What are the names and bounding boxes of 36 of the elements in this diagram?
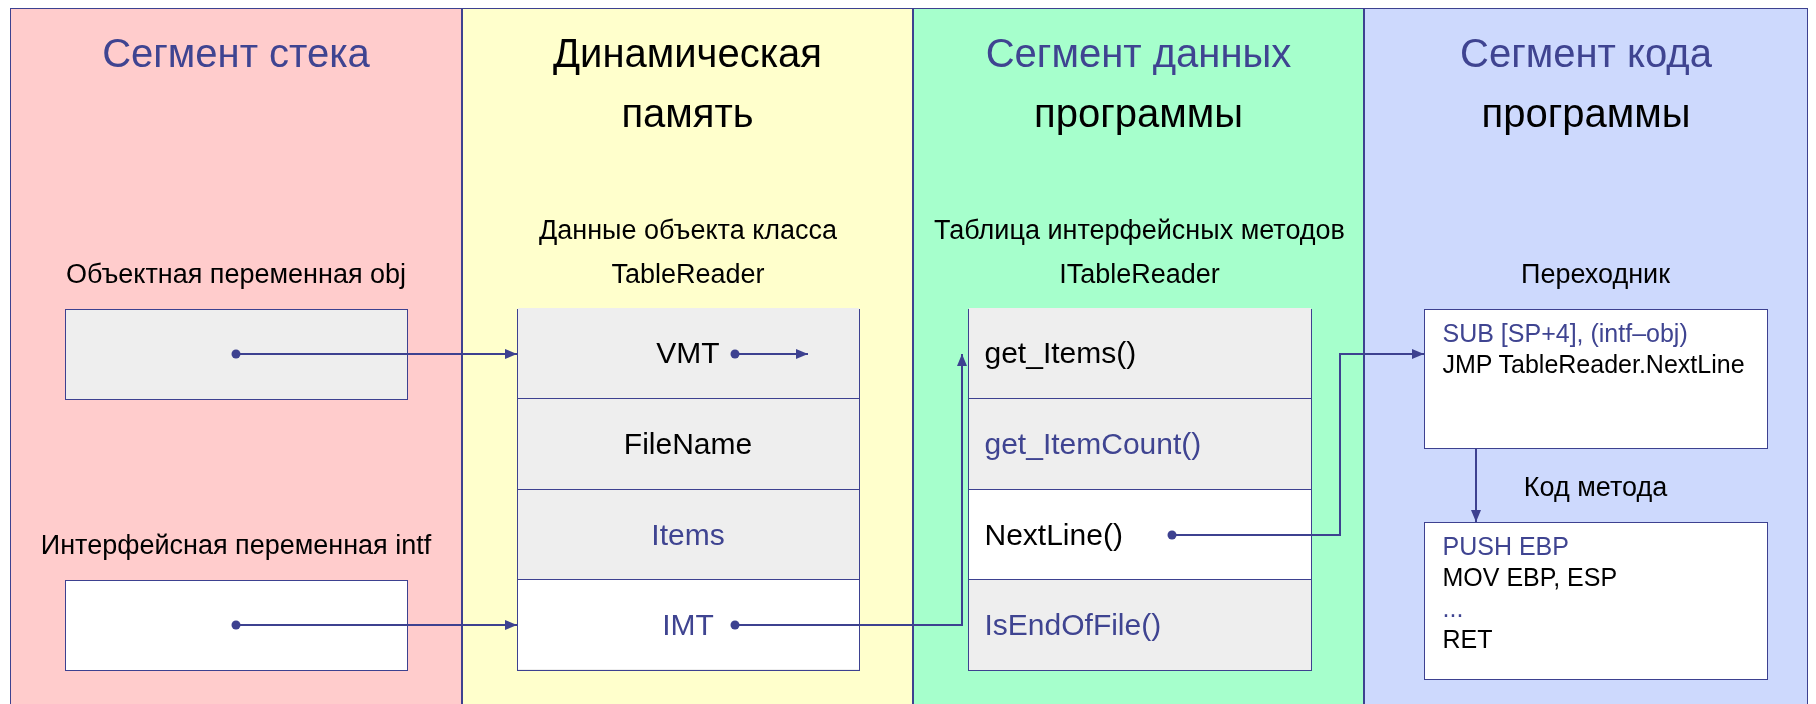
field-name: VMT (656, 336, 720, 370)
block-caption: Переходник (1519, 257, 1671, 291)
pointer-arrow (1471, 448, 1481, 523)
code-line: PUSH EBP (1442, 530, 1570, 562)
segment-title: Сегмент данных программы (984, 30, 1293, 137)
segment-title: Сегмент кода программы (1459, 30, 1713, 137)
table-row (968, 489, 1311, 579)
pointer-arrow (730, 353, 967, 630)
memory-segment-panel (913, 8, 1364, 704)
code-line: JMP TableReader.NextLine (1442, 348, 1746, 380)
block-caption: Таблица интерфейсных методов ITableReader (933, 213, 1346, 291)
field-name: IsEndOfFile() (984, 607, 1162, 642)
field-name: get_Items() (984, 336, 1137, 370)
block-caption: Объектная переменная obj (64, 257, 408, 291)
segment-title: Сегмент стека (101, 30, 371, 77)
table-row (517, 579, 859, 669)
field-name: IMT (662, 607, 714, 642)
pointer-arrow (730, 349, 809, 359)
block-caption: Интерфейсная переменная intf (39, 528, 433, 562)
field-name: get_ItemCount() (984, 427, 1202, 461)
code-line: RET (1442, 623, 1494, 655)
segment-title: Динамическая память (552, 30, 823, 137)
pointer-arrow (231, 349, 518, 359)
block-caption: Данные объекта класса TableReader (537, 213, 839, 291)
block-caption: Код метода (1522, 470, 1669, 504)
pointer-arrow (1167, 349, 1425, 540)
code-line: SUB [SP+4], (intf–obj) (1442, 317, 1689, 349)
memory-segment-panel (462, 8, 913, 704)
memory-segment-panel (1364, 8, 1808, 704)
field-name: FileName (623, 427, 753, 461)
code-line: ... (1442, 592, 1465, 624)
pointer-arrow (231, 620, 518, 630)
field-name: NextLine() (984, 517, 1123, 552)
field-name: Items (651, 517, 725, 552)
memory-segment-panel (10, 8, 462, 704)
code-line: MOV EBP, ESP (1442, 561, 1619, 593)
